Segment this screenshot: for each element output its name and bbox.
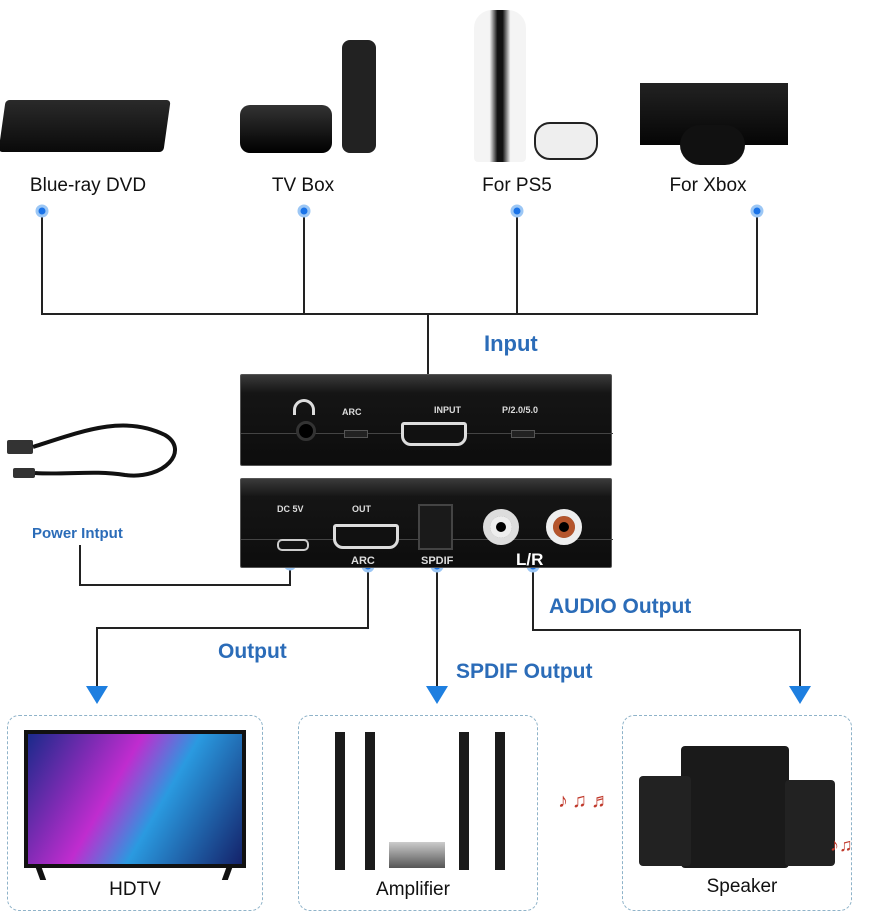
source-label-xbox: For Xbox [669, 175, 747, 196]
input-port-label: INPUT [434, 405, 461, 415]
music-notes-icon: ♪♫ [830, 835, 853, 855]
amplifier-box [298, 715, 538, 911]
subwoofer-image [681, 746, 789, 868]
source-label-bluray: Blue-ray DVD [29, 175, 147, 196]
arc-label: ARC [342, 407, 362, 417]
source-label-tvbox: TV Box [271, 175, 335, 196]
rca-left-port [483, 509, 519, 545]
mode-switch [511, 430, 535, 438]
mode-label: P/2.0/5.0 [502, 405, 539, 415]
hdmi-input-port [401, 422, 467, 446]
speaker-box [622, 715, 852, 911]
tower-speaker-icon [365, 732, 375, 870]
ps5-controller-image [534, 122, 598, 160]
out-label: OUT [352, 504, 371, 514]
hdtv-box [7, 715, 263, 911]
hdtv-label: HDTV [109, 879, 161, 900]
source-label-ps5: For PS5 [482, 175, 552, 196]
bluray-player-image [0, 100, 171, 152]
micro-usb-port [277, 539, 309, 551]
optical-port [418, 504, 453, 550]
headphone-icon [293, 399, 315, 415]
audio-output-label: AUDIO Output [549, 595, 692, 618]
spdif-label: SPDIF [421, 555, 454, 567]
hdmi-output-port [333, 524, 399, 549]
spdif-output-label: SPDIF Output [456, 660, 593, 683]
tower-speaker-icon [495, 732, 505, 870]
hdtv-image [24, 730, 246, 868]
dc-label: DC 5V [277, 504, 304, 514]
headphone-jack [296, 421, 316, 441]
arc-out-label: ARC [351, 555, 375, 567]
device-rear-panel: DC 5V OUT ARC SPDIF L/R [240, 478, 613, 569]
ps5-console-image [474, 10, 526, 162]
arc-switch [344, 430, 368, 438]
left-speaker-image [639, 776, 691, 866]
amplifier-unit-image [389, 842, 445, 868]
usb-cable-image [7, 423, 177, 478]
right-speaker-image [785, 780, 835, 866]
rca-right-port [546, 509, 582, 545]
input-label: Input [484, 331, 538, 356]
tower-speaker-icon [459, 732, 469, 870]
tv-box-image [240, 105, 332, 153]
lr-label: L/R [516, 550, 544, 569]
output-label: Output [218, 640, 287, 663]
device-front-panel: ARC INPUT P/2.0/5.0 [240, 374, 613, 466]
music-notes-icon: ♪♫♬ [558, 790, 615, 812]
remote-image [342, 40, 376, 153]
tower-speaker-icon [335, 732, 345, 870]
amplifier-label: Amplifier [376, 879, 450, 900]
power-input-label: Power Intput [32, 525, 123, 542]
speaker-label: Speaker [706, 876, 778, 897]
xbox-controller-image [680, 125, 745, 165]
